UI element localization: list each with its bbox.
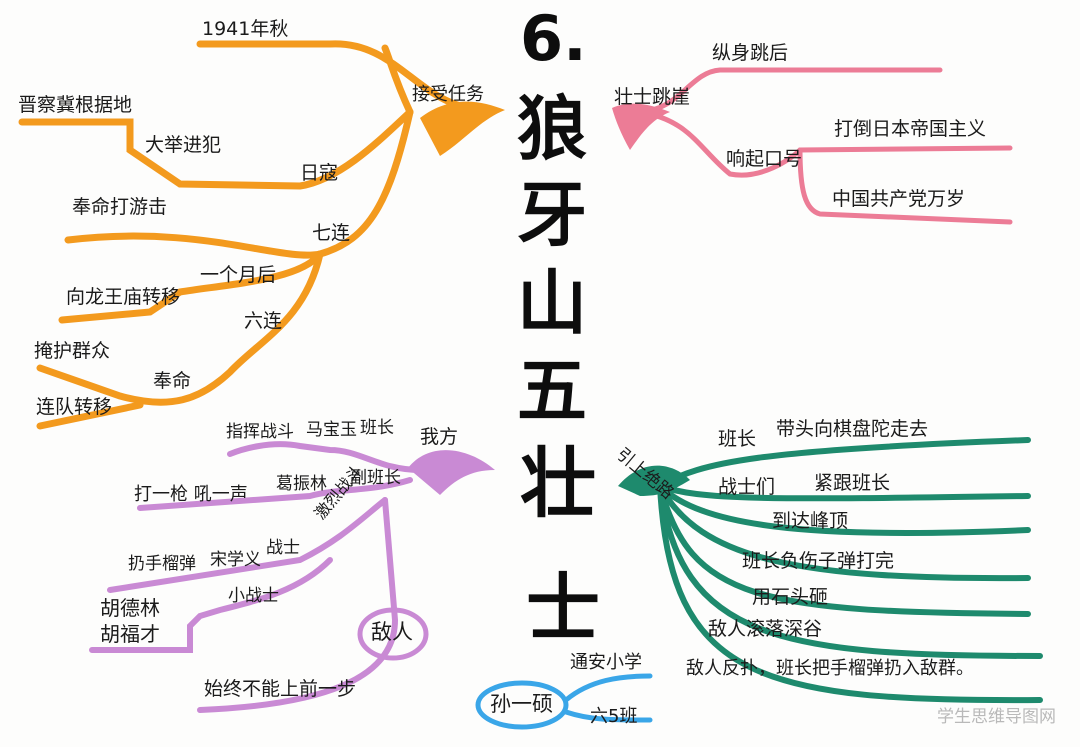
author-school: 通安小学 [570,652,642,673]
company6-label: 六连 [244,310,283,332]
author-lines [475,673,653,730]
deputy-label: 副班长 [350,468,401,488]
ge-zhenlin-label: 葛振林 [276,474,327,494]
watermark: 学生思维导图网 [937,707,1056,727]
ordered-label: 奉命 [153,370,192,392]
title-char-4: 五 [517,350,587,432]
raid-label: 大举进犯 [145,134,222,156]
follow-label: 紧跟班长 [814,472,891,494]
cover-masses-label: 掩护群众 [34,340,111,362]
reach-label: 到达峰顶 [772,510,849,532]
order-guerrilla-label: 奉命打游击 [72,196,168,218]
commander-label: 指挥战斗 [226,422,294,442]
cover-troops-label: 连队转移 [36,396,113,418]
hu-fucai-label: 胡福才 [100,622,160,646]
never-forward-label: 始终不能上前一步 [204,678,357,700]
enemy-japan-label: 日寇 [300,162,339,184]
author-name: 孙一硕 [490,692,553,716]
green-soldiers-label: 战士们 [718,476,776,498]
fall-label: 敌人滚落深谷 [708,618,823,640]
slogan2-label: 中国共产党万岁 [832,188,966,210]
song-xueyi-label: 宋学义 [210,550,261,570]
grenade-label: 扔手榴弹 [128,554,196,574]
purple-branch-lines [89,441,423,713]
transfer-label: 向龙王庙转移 [66,286,181,308]
orange-root-label: 接受任务 [412,84,484,105]
young-soldier-label: 小战士 [228,586,279,606]
lead-climb-label: 带头向棋盘陀走去 [776,418,929,440]
counter-label: 敌人反扑，班长把手榴弹扔入敌群。 [686,658,974,679]
title-number: 6. [520,2,587,75]
purple-root-label: 我方 [420,426,459,448]
enemy-label: 敌人 [371,620,413,644]
slogan1-label: 打倒日本帝国主义 [834,118,987,140]
title-char-6: 士 [526,566,600,652]
soldiers-label: 战士 [266,538,300,558]
place-label: 晋察冀根据地 [18,94,133,116]
enemy-ellipse [357,607,429,661]
squad-leader-label: 班长 [360,418,394,438]
green-root-wedge [618,465,690,496]
shout-label: 响起口号 [726,148,803,170]
title-char-1: 狼 [517,88,587,170]
orange-branch-lines [18,40,494,430]
leader1-label: 班长 [718,428,757,450]
jump-label: 纵身跳后 [712,42,789,64]
author-class: 六5班 [590,706,638,727]
one-month-label: 一个月后 [200,264,277,286]
title-char-5: 壮 [520,439,596,528]
hu-delin-label: 胡德林 [100,596,160,620]
wounded-label: 班长负伤子弹打完 [742,550,895,572]
green-branch-lines [657,437,1043,704]
title-char-3: 山 [517,262,587,344]
orange-root-wedge [420,101,505,156]
pink-root-label: 壮士跳崖 [614,86,691,108]
pink-root-wedge [612,103,670,150]
stones-label: 用石头砸 [752,586,829,608]
purple-root-wedge [408,450,495,495]
company7-label: 七连 [312,222,351,244]
title-char-2: 牙 [517,174,587,256]
time-label: 1941年秋 [202,18,289,40]
shot-label: 打一枪 吼一声 [134,484,248,505]
ma-baoyu-label: 马宝玉 [306,420,357,440]
